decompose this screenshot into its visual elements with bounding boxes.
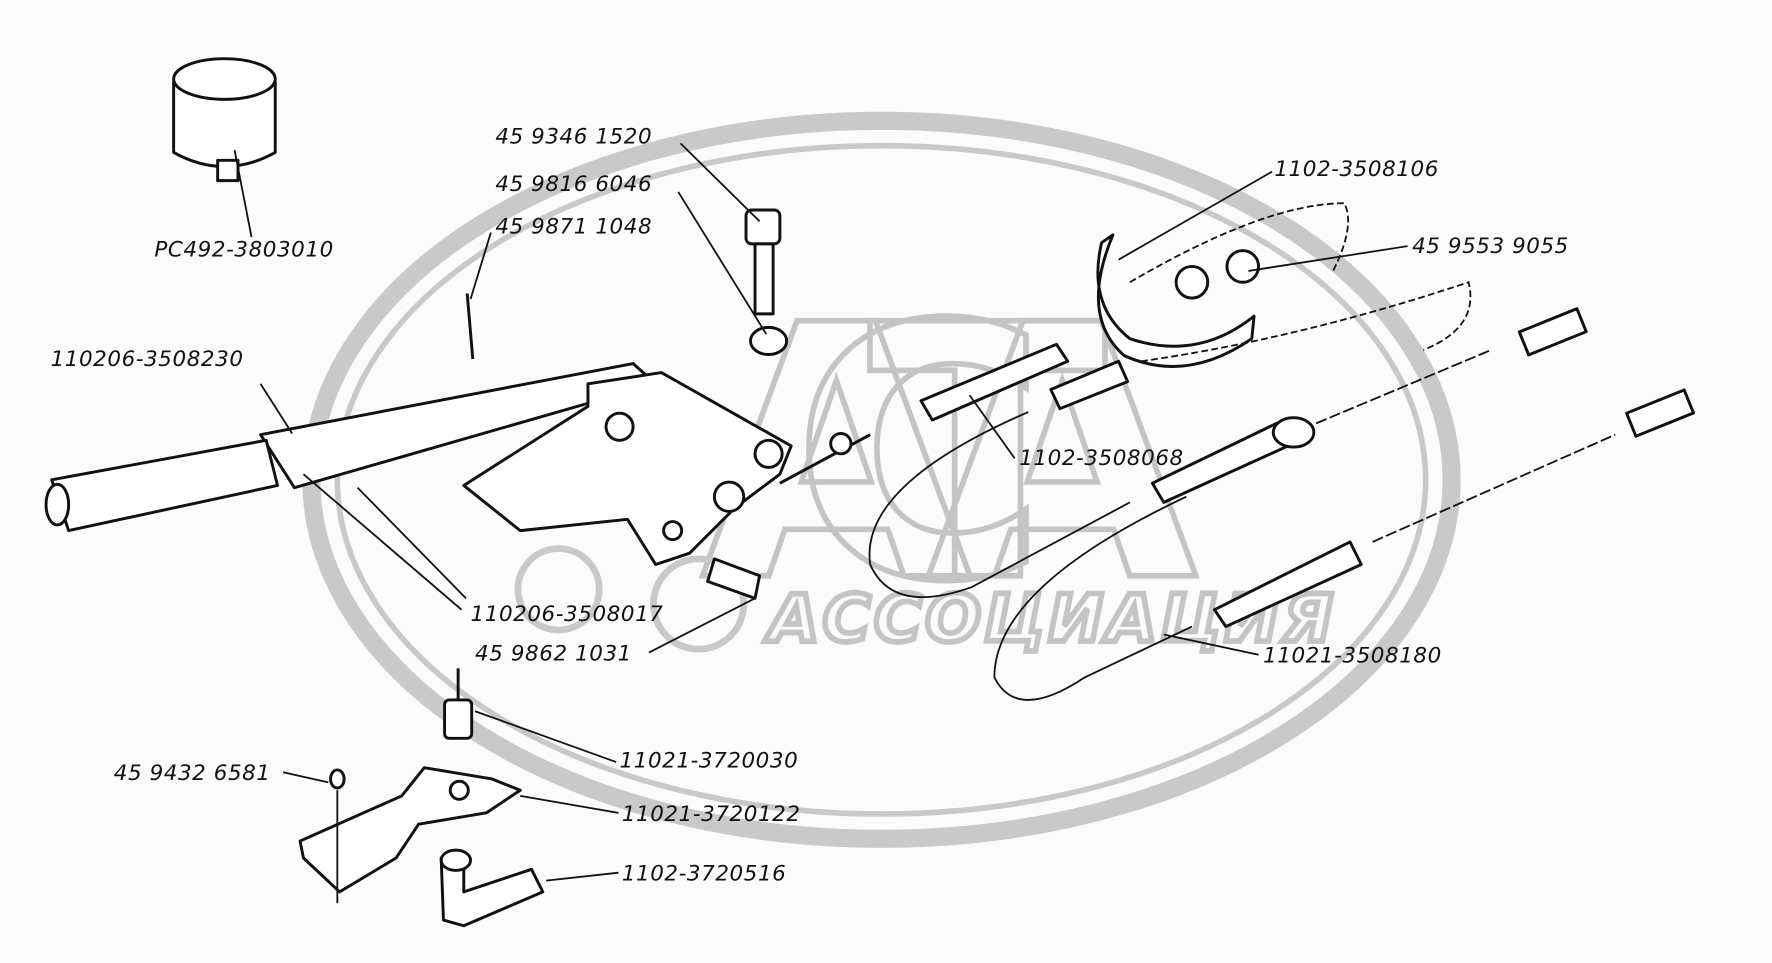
label-boot: 1102-3720516: [622, 862, 787, 887]
label-lever-bracket: 110206-3508017: [471, 602, 664, 627]
label-bolt: 45 9346 1520: [495, 124, 652, 149]
label-relay: PC492-3803010: [154, 237, 333, 262]
label-washer: 45 9816 6046: [495, 172, 652, 197]
equalizer-part: [779, 170, 1472, 485]
bolt-part: [465, 142, 789, 360]
label-front-rod: 1102-3508068: [1019, 446, 1184, 471]
label-lever: 110206-3508230: [51, 347, 244, 372]
switch-bracket-part: [282, 668, 619, 928]
label-pin: 45 9862 1031: [475, 641, 632, 666]
rear-cables-part: [868, 307, 1695, 701]
hand-lever-part: [44, 362, 793, 654]
label-switch: 11021-3720030: [620, 749, 799, 774]
label-equalizer: 1102-3508106: [1274, 157, 1439, 182]
part-labels: PC492-3803010 45 9346 1520 45 9816 6046 …: [51, 124, 1569, 886]
label-screw: 45 9432 6581: [114, 761, 271, 786]
label-nuts: 45 9553 9055: [1412, 234, 1569, 259]
label-rear-cable: 11021-3508180: [1263, 644, 1442, 669]
label-switch-bracket: 11021-3720122: [622, 802, 801, 827]
label-cotter-pin: 45 9871 1048: [495, 215, 652, 240]
relay-part: [172, 57, 277, 238]
